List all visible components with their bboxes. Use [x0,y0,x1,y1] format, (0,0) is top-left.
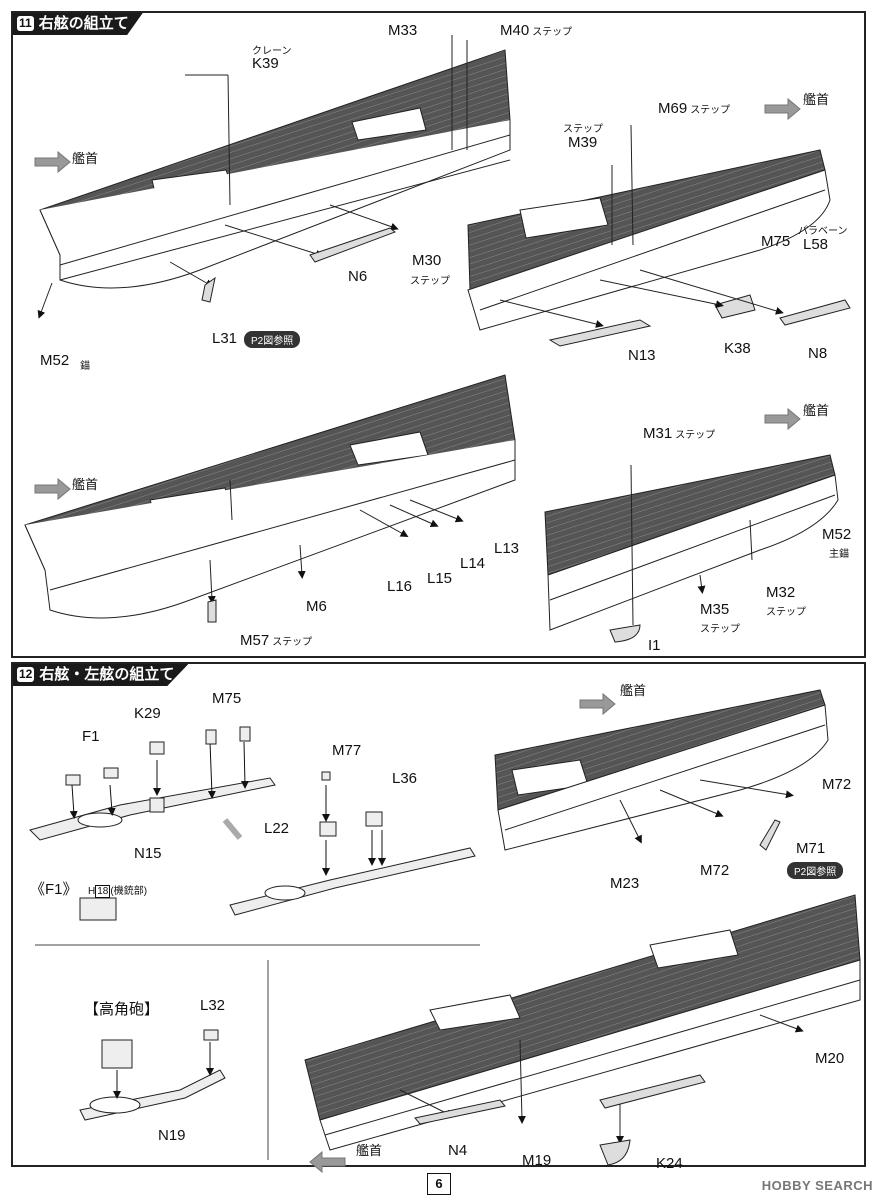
part-m20: M20 [815,1050,845,1067]
part-n13: N13 [628,347,656,364]
bow-label-2: 艦首 [803,92,830,107]
subassembly-n15 [29,726,276,841]
part-m32: M32 [766,584,796,601]
paravane-note: パラベーン [798,226,848,237]
part-k29: K29 [134,705,161,722]
ship-starboard-1 [37,35,511,319]
bow-label-3: 艦首 [72,477,99,492]
part-k39: K39 [252,55,279,72]
step12-number: 12 [17,667,35,682]
bow-label-6: 艦首 [356,1143,383,1158]
part-h18-letter: H [88,886,96,897]
step-note-m30: ステップ [410,276,450,287]
part-i1: I1 [648,637,661,654]
part-m75-a: M75 [761,233,791,250]
bow-label-4: 艦首 [803,403,830,418]
part-n8: N8 [808,345,828,362]
part-k38: K38 [724,340,751,357]
detail-f1: 《F1》 [30,881,78,898]
part-m31-label: M31 [643,425,673,442]
step-note-m69: ステップ [690,105,731,116]
part-m72-b: M72 [700,862,730,879]
ship-starboard-3 [24,374,516,623]
part-m57-label: M57 [240,632,270,649]
part-n4: N4 [448,1142,468,1159]
part-l15: L15 [427,570,453,587]
anchor-note: 錨 [80,361,90,372]
part-l16: L16 [387,578,413,595]
bow-label-1: 艦首 [72,151,99,166]
part-l32: L32 [200,997,226,1014]
part-m30: M30 [412,252,442,269]
part-m40-label: M40 [500,22,530,39]
part-n6: N6 [348,268,368,285]
step11-number: 11 [17,16,34,31]
ship-step12-lower [304,894,861,1166]
part-m19: M19 [522,1152,552,1169]
ship-step12-upper [494,689,829,851]
part-m69-label: M69 [658,100,688,117]
page-number: 6 [427,1173,451,1195]
step-note-m39: ステップ [563,124,603,135]
ha-gun-title: 【高角砲】 [84,1001,160,1018]
part-m52: M52 [40,352,70,369]
part-h18-number: 18 [95,885,111,898]
bow-arrows [34,97,801,1174]
part-m39: M39 [568,134,598,151]
part-l31: L31 [212,330,238,347]
subassembly-l22-l36 [222,771,476,916]
part-m77: M77 [332,742,362,759]
part-l58: L58 [803,236,829,253]
step-note-m57: ステップ [272,637,313,648]
step12-header: 12 右舷・左舷の組立て [13,664,189,686]
part-l13: L13 [494,540,520,557]
step11-header: 11 右舷の組立て [13,13,143,35]
ship-starboard-2 [467,124,851,347]
step12-title: 右舷・左舷の組立て [39,666,175,683]
step-note-m32: ステップ [766,607,806,618]
step-note-m31: ステップ [675,430,716,441]
part-m33: M33 [388,22,418,39]
part-m35: M35 [700,601,730,618]
p2-reference-badge-1: P2図参照 [244,331,301,348]
main-anchor-note: 主錨 [829,549,849,560]
part-m52-main: M52 [822,526,852,543]
step11-title: 右舷の組立て [38,15,129,32]
part-l36: L36 [392,770,418,787]
watermark: HOBBY SEARCH [761,1178,873,1193]
subassembly-n19 [79,897,226,1121]
part-m6: M6 [306,598,327,615]
step-note-m40: ステップ [532,27,573,38]
part-m71: M71 [796,840,826,857]
part-n19: N19 [158,1127,186,1144]
step-note-m35: ステップ [700,624,740,635]
bow-label-5: 艦首 [620,683,647,698]
part-m23: M23 [610,875,640,892]
crane-note: クレーン [252,46,292,57]
p2-reference-badge-2: P2図参照 [787,862,844,879]
ship-starboard-4 [544,454,839,643]
part-l14: L14 [460,555,486,572]
part-n15: N15 [134,845,162,862]
part-l22: L22 [264,820,290,837]
part-k24: K24 [656,1155,683,1172]
part-m72-a: M72 [822,776,852,793]
machine-gun-note: (機銃部) [110,886,148,897]
part-m75-b: M75 [212,690,242,707]
part-f1: F1 [82,728,100,745]
